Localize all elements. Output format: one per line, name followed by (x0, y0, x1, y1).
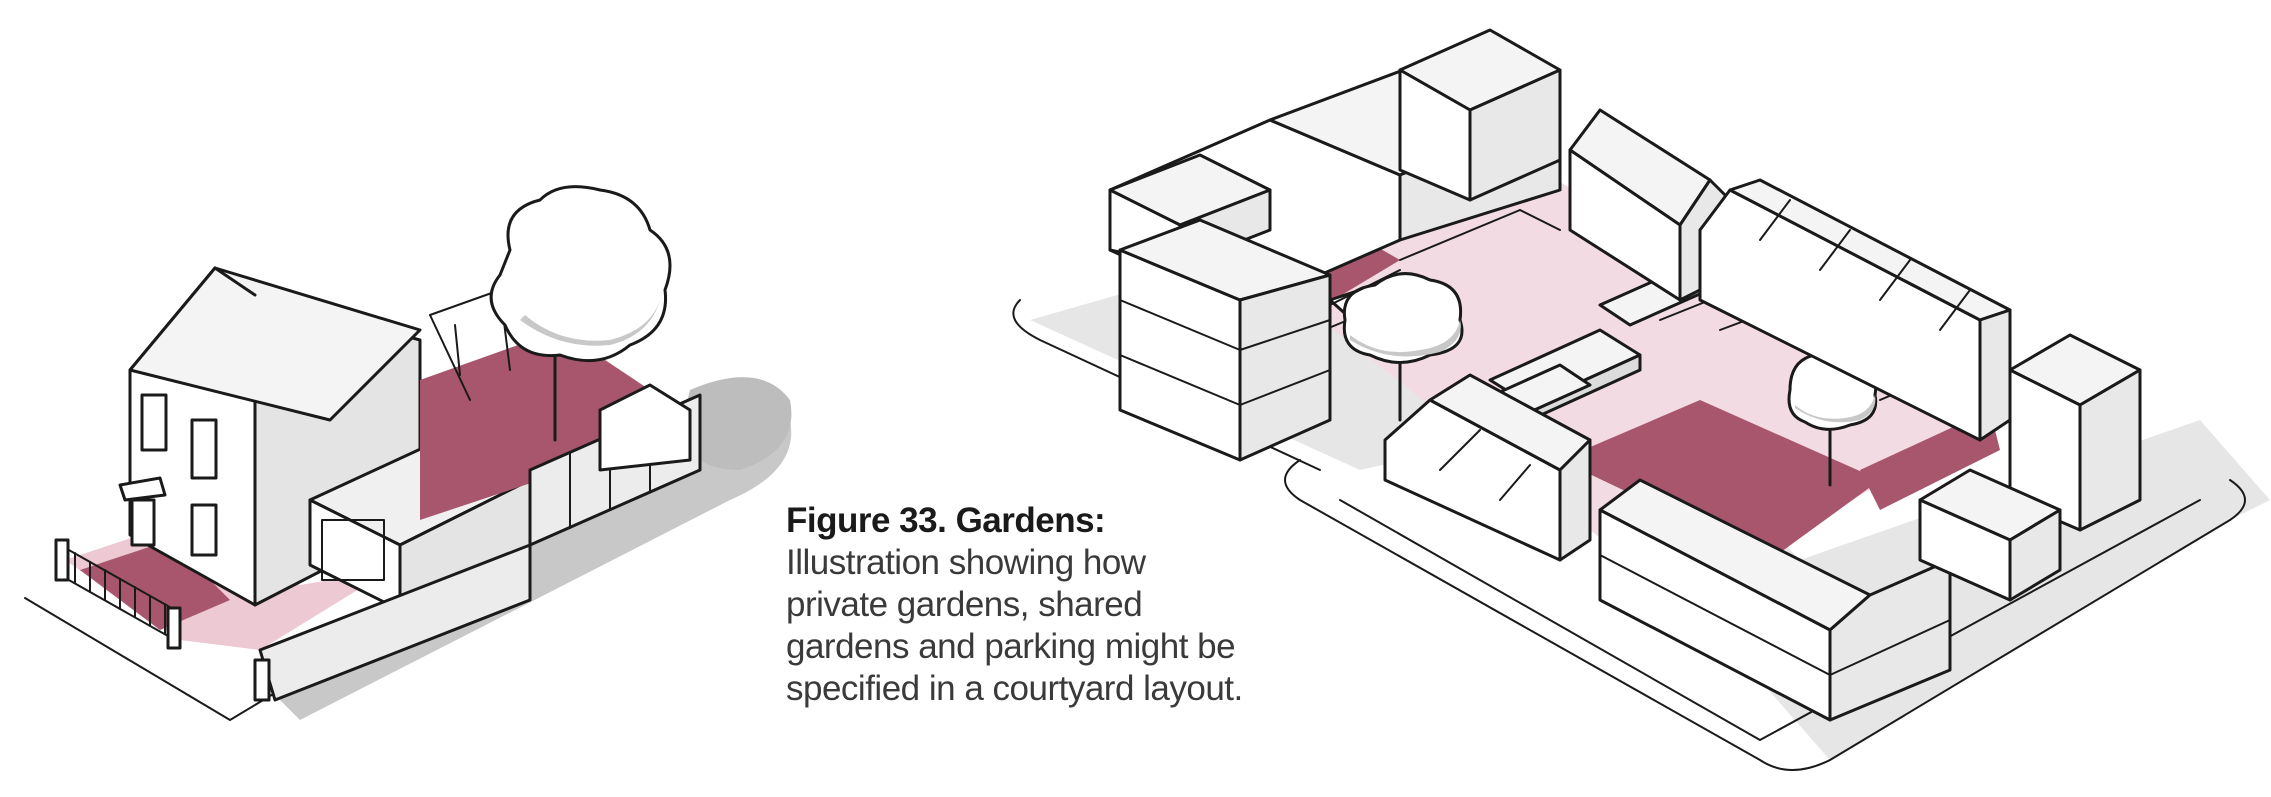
house-roof (128, 266, 422, 422)
tree-shadow (680, 377, 792, 470)
shared-garden (1560, 400, 1880, 560)
window (190, 418, 218, 480)
block-east-terrace (1698, 178, 2012, 442)
railings (59, 544, 176, 641)
block-southwest-houses (1383, 373, 1592, 562)
figure-caption: Figure 33. Gardens: Illustration showing… (786, 500, 1256, 710)
roof-edge (213, 266, 257, 297)
caption-text: Illustration showing how private gardens… (786, 543, 1243, 708)
block-north-tower (1398, 28, 1562, 202)
tree (489, 185, 672, 442)
front-door (130, 498, 156, 547)
window (190, 503, 218, 557)
rear-garden (420, 330, 650, 520)
window (140, 393, 168, 452)
courtyard-illustration (1012, 28, 2270, 771)
gate-post (166, 606, 182, 650)
block-south-terrace (1598, 478, 1952, 722)
block-east-tower (2008, 333, 2142, 532)
shed (598, 383, 692, 472)
street-outline (1012, 299, 1321, 471)
tree (1342, 272, 1464, 422)
street-outline (1339, 499, 2201, 741)
house-garden-illustration (24, 185, 792, 721)
garage-door (321, 519, 385, 581)
block-southeast (1918, 468, 2062, 602)
street-outline (1284, 459, 2246, 771)
porch (118, 476, 167, 502)
figure-number: Figure 33. (786, 501, 947, 540)
figure-label: Gardens: (955, 501, 1106, 540)
gate-post (54, 538, 70, 582)
private-garden (1860, 410, 2000, 510)
block-west (1118, 218, 1332, 462)
